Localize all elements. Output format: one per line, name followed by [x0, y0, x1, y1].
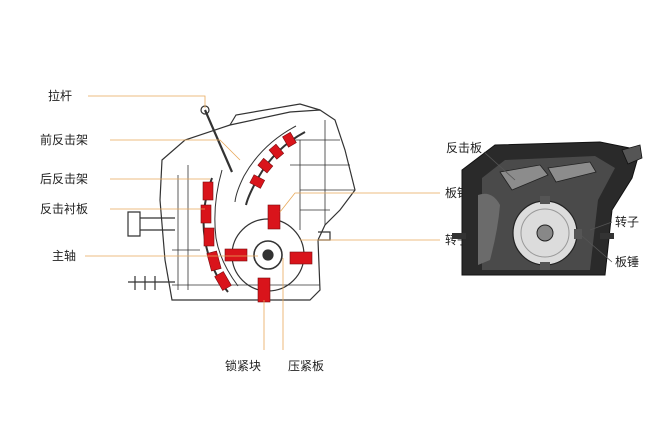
label-front-impact-frame: 前反击架	[40, 132, 88, 147]
photo-rocks	[478, 193, 500, 265]
photo-impact-plate-2	[547, 161, 597, 183]
label-rear-impact-frame: 后反击架	[40, 172, 88, 186]
front-liner-3	[257, 157, 274, 174]
label-rotor: 转子	[615, 214, 639, 229]
right-crusher-photo	[452, 141, 643, 276]
left-leader-lines	[85, 95, 440, 350]
front-liner-2	[268, 143, 285, 160]
rear-liner-4	[206, 250, 222, 272]
label-main-shaft: 主轴	[52, 248, 76, 263]
photo-hammer-top	[540, 196, 550, 204]
front-impact-frame-inner	[234, 125, 297, 203]
hammer-top	[267, 204, 281, 230]
photo-hammer-bottom	[540, 262, 550, 270]
photo-rotor-hub	[536, 224, 554, 242]
rotor-hub	[253, 240, 283, 270]
base-bolts	[128, 276, 175, 290]
label-locking-block: 锁紧块	[225, 358, 261, 373]
photo-impact-plate-1	[499, 164, 549, 191]
label-plate-hammer-right: 板锤	[615, 254, 639, 269]
photo-shaft-right	[600, 233, 614, 239]
housing-outline	[159, 109, 356, 301]
feed-chute	[229, 103, 321, 126]
rear-liner-2	[200, 204, 212, 224]
main-shaft-circle	[262, 249, 274, 261]
right-leader-lines	[483, 151, 613, 263]
tie-rod	[203, 109, 234, 173]
label-impact-liner: 反击衬板	[40, 202, 88, 216]
label-impact-plate: 反击板	[446, 141, 482, 155]
label-pressure-plate: 压紧板	[288, 359, 324, 373]
main-shaft-extension	[127, 211, 175, 237]
rear-liner-1	[202, 181, 214, 201]
photo-shaft-left	[452, 233, 466, 239]
hammer-right	[289, 251, 313, 265]
rear-liner-3	[203, 227, 215, 247]
rear-liner-5	[214, 271, 232, 291]
photo-hammer-right	[574, 229, 582, 239]
label-tie-rod: 拉杆	[48, 88, 72, 103]
photo-rotor-ring	[520, 208, 570, 258]
hammer-left	[224, 248, 248, 262]
rear-impact-frame-inner	[214, 169, 239, 287]
front-liner-4	[249, 174, 266, 189]
photo-feed-inlet	[621, 144, 643, 165]
housing-grid	[172, 120, 355, 290]
left-crusher-drawing	[127, 103, 356, 301]
front-liner-1	[282, 131, 297, 148]
hammer-bottom	[257, 277, 271, 303]
